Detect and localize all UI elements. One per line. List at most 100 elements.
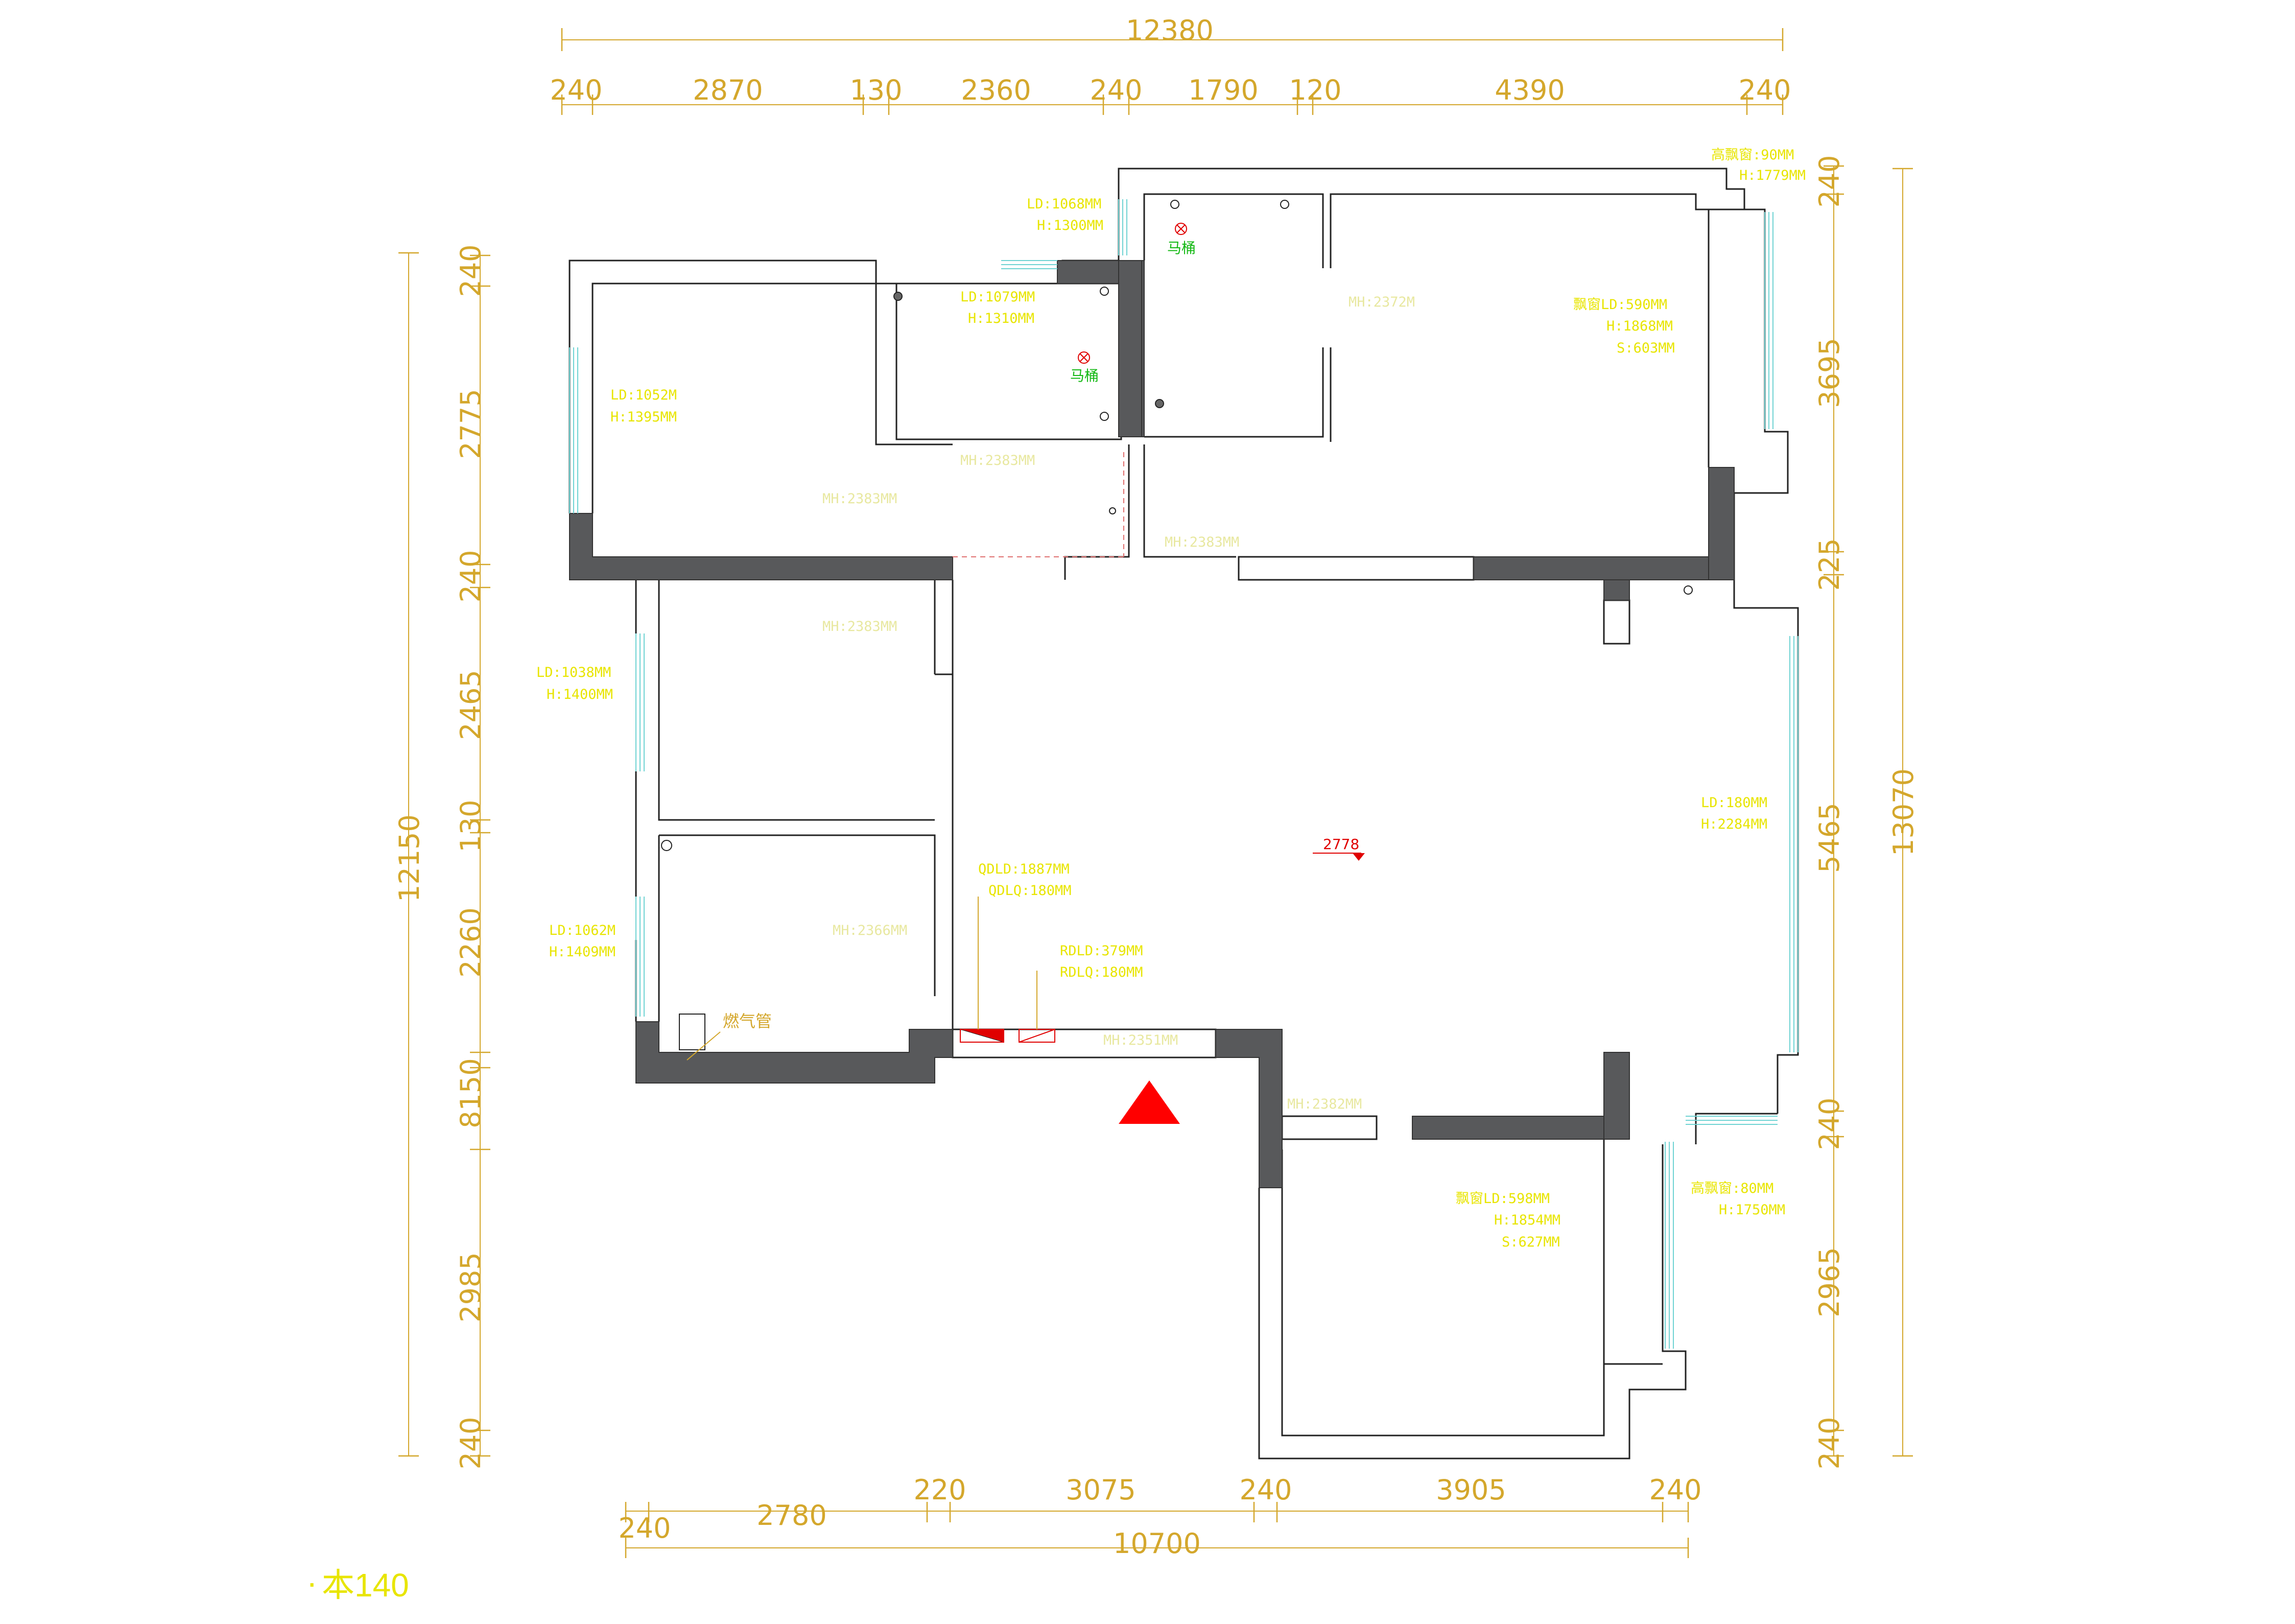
- door-height-label: MH:2366MM: [833, 923, 907, 938]
- window-label: 飘窗LD:598MM: [1456, 1191, 1550, 1207]
- window-label: H:1310MM: [968, 311, 1034, 326]
- toilet-label: 马桶: [1070, 367, 1099, 384]
- fixtures: 马桶 马桶 燃气管 2778: [661, 200, 1693, 1124]
- window-annotations: 高飘窗:90MM H:1779MM LD:1068MM H:1300MM LD:…: [536, 147, 1806, 1250]
- load-bearing-walls: [569, 260, 1735, 1188]
- left-segment-dimension: 2985: [455, 1252, 487, 1322]
- left-total-dimension: 12150: [393, 814, 425, 902]
- window-label: S:603MM: [1617, 340, 1675, 356]
- window-label: H:1400MM: [547, 687, 613, 702]
- left-segment-dimension: 2775: [455, 389, 487, 459]
- bottom-segment-dimension: 3075: [1066, 1474, 1135, 1506]
- left-segment-dimension: 130: [455, 799, 487, 852]
- floor-drain-icon: [893, 292, 903, 301]
- door-height-label: MH:2351MM: [1103, 1032, 1178, 1048]
- window-label: S:627MM: [1502, 1234, 1560, 1250]
- floor-drain-icon: [1684, 585, 1693, 595]
- gas-meter-box: [960, 1029, 1004, 1043]
- toilet-label: 马桶: [1167, 240, 1196, 256]
- window-label: 飘窗LD:590MM: [1573, 297, 1667, 313]
- right-segment-dimension: 240: [1813, 1417, 1846, 1469]
- window-label: 高飘窗:80MM: [1691, 1181, 1773, 1196]
- left-dimension-chain: 12150 240 2775 240 2465 130 2260 8150 29…: [393, 244, 490, 1470]
- top-segment-dimension: 130: [849, 74, 902, 106]
- door-height-label: MH:2383MM: [822, 619, 897, 634]
- right-segment-dimension: 240: [1813, 1097, 1846, 1150]
- window-label: H:1750MM: [1719, 1202, 1785, 1218]
- top-segment-dimension: 2870: [693, 74, 763, 106]
- toilet-marker-icon: [1175, 223, 1187, 235]
- bottom-segment-dimension: 2780: [756, 1499, 826, 1532]
- door-height-annotations: MH:2372M MH:2383MM MH:2383MM MH:2383MM M…: [822, 294, 1415, 1112]
- bottom-segment-dimension: 240: [1649, 1474, 1701, 1506]
- floor-drain-icon: [661, 840, 672, 851]
- left-segment-dimension: 240: [455, 550, 487, 602]
- right-segment-dimension: 5465: [1813, 803, 1846, 873]
- left-segment-dimension: 240: [455, 244, 487, 297]
- floor-drain-icon: [1280, 200, 1289, 209]
- bottom-total-dimension: 10700: [1113, 1527, 1201, 1560]
- ceiling-height-label: 2778: [1323, 836, 1359, 853]
- floor-drain-icon: [1100, 412, 1109, 421]
- top-segment-dimension: 1790: [1188, 74, 1258, 106]
- floor-drain-icon: [1100, 287, 1109, 296]
- level-marker-icon: [1353, 853, 1365, 861]
- meter-label: QDLQ:180MM: [988, 883, 1072, 899]
- footer-prefix: ·: [306, 1564, 317, 1601]
- top-segment-dimension: 240: [550, 74, 602, 106]
- bottom-segment-dimension: 3905: [1436, 1474, 1506, 1506]
- window-label: H:1868MM: [1606, 318, 1673, 334]
- floor-drain-icon: [1155, 399, 1164, 408]
- drawing-label: 本140: [322, 1567, 409, 1604]
- entrance-arrow-icon: [1119, 1080, 1180, 1124]
- left-segment-dimension: 240: [455, 1417, 487, 1469]
- gas-pipe-label: 燃气管: [723, 1011, 772, 1031]
- window-label: H:2284MM: [1701, 816, 1767, 832]
- meter-annotations: QDLD:1887MM QDLQ:180MM RDLD:379MM RDLQ:1…: [978, 861, 1143, 980]
- window-label: H:1395MM: [610, 409, 677, 425]
- toilet-marker-icon: [1078, 351, 1090, 364]
- top-dimension-chain: 12380 240 2870 130 2360 240 1790 120 439…: [550, 14, 1791, 115]
- window-label: 高飘窗:90MM: [1711, 147, 1794, 163]
- top-segment-dimension: 240: [1090, 74, 1142, 106]
- door-height-label: MH:2383MM: [822, 491, 897, 507]
- meter-label: QDLD:1887MM: [978, 861, 1070, 877]
- window-label: H:1854MM: [1494, 1212, 1560, 1228]
- right-total-dimension: 13070: [1887, 768, 1920, 856]
- bottom-segment-dimension: 220: [913, 1474, 966, 1506]
- meter-label: RDLQ:180MM: [1060, 964, 1143, 980]
- window-label: LD:1052M: [610, 387, 677, 403]
- top-segment-dimension: 240: [1738, 74, 1791, 106]
- left-segment-dimension: 2260: [455, 907, 487, 977]
- wall-outlines: [569, 168, 1799, 1460]
- door-height-label: MH:2372M: [1348, 294, 1415, 310]
- door-height-label: MH:2383MM: [1165, 534, 1239, 550]
- window-label: LD:1038MM: [536, 665, 611, 680]
- top-total-dimension: 12380: [1126, 14, 1214, 46]
- top-segment-dimension: 4390: [1495, 74, 1565, 106]
- electric-box-icon: [960, 1029, 1004, 1043]
- meter-label: RDLD:379MM: [1060, 943, 1143, 959]
- right-segment-dimension: 2965: [1813, 1247, 1846, 1317]
- left-segment-dimension: 8150: [455, 1058, 487, 1128]
- right-segment-dimension: 3695: [1813, 338, 1846, 408]
- right-segment-dimension: 225: [1813, 538, 1846, 591]
- top-segment-dimension: 120: [1289, 74, 1341, 106]
- bottom-dimension-chain: 240 2780 220 3075 240 3905 240 10700: [618, 1474, 1701, 1560]
- bottom-segment-dimension: 240: [1239, 1474, 1292, 1506]
- floor-drain-icon: [1109, 507, 1116, 514]
- window-label: H:1409MM: [549, 944, 616, 960]
- top-segment-dimension: 2360: [961, 74, 1031, 106]
- windows: [569, 199, 1799, 1349]
- window-label: LD:1068MM: [1027, 196, 1101, 212]
- right-segment-dimension: 240: [1813, 155, 1846, 207]
- door-height-label: MH:2382MM: [1287, 1096, 1362, 1112]
- window-label: H:1779MM: [1739, 168, 1806, 183]
- left-segment-dimension: 2465: [455, 670, 487, 740]
- floor-drain-icon: [1170, 200, 1179, 209]
- door-height-label: MH:2383MM: [960, 453, 1035, 468]
- window-label: LD:180MM: [1701, 795, 1767, 811]
- window-label: LD:1079MM: [960, 289, 1035, 305]
- drawing-footer: · 本140: [306, 1564, 409, 1604]
